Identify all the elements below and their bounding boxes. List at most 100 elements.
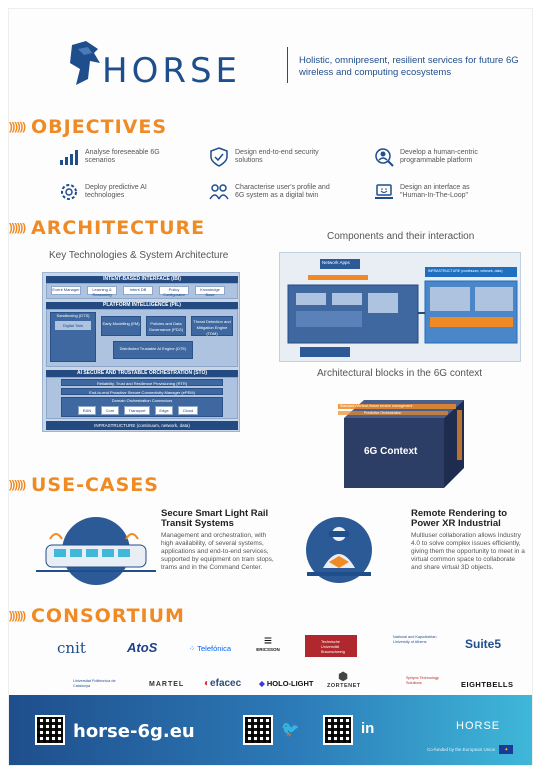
pil-block: Early Modelling (EM) <box>101 316 141 336</box>
6g-context-cube: Standard-/Vertical-/future service manag… <box>334 396 474 491</box>
chevron-decoration: )))))) <box>9 222 26 234</box>
twitter-icon[interactable]: 🐦 <box>281 721 300 738</box>
domain-tile: Cloud <box>178 406 198 415</box>
horse-logo: HORSE <box>64 39 294 91</box>
tram-illustration <box>36 511 156 589</box>
efacec-label: efacec <box>210 678 242 689</box>
sto-block: End-to-end Proactive Secure Connectivity… <box>61 388 223 395</box>
section-objectives: )))))) OBJECTIVES <box>9 116 167 138</box>
footer-horse-logo: HORSE <box>456 720 501 732</box>
sto-band: AI SECURE AND TRUSTABLE ORCHESTRATION (S… <box>46 370 238 377</box>
digital-twin-tile: Digital Twin <box>55 321 91 330</box>
6g-context-label: 6G Context <box>364 446 418 457</box>
partner-efacec-logo: ◐efacec <box>204 678 241 689</box>
objective-item: Analyse foreseeable 6G scenarios <box>59 147 180 167</box>
section-use-cases: )))))) USE-CASES <box>9 474 159 496</box>
hololight-label: HOLO-LIGHT <box>266 679 314 688</box>
chevron-decoration: )))))) <box>9 121 26 133</box>
objective-item: Deploy predictive AI technologies <box>59 182 180 202</box>
partner-eightbells-logo: EIGHTBELLS <box>461 680 514 689</box>
domain-tile: Core <box>101 406 119 415</box>
linkedin-icon[interactable]: in <box>361 720 375 737</box>
use-case-title: Remote Rendering to Power XR Industrial <box>411 508 508 529</box>
qr-code-website[interactable] <box>35 715 65 745</box>
logo-text: HORSE <box>102 51 242 91</box>
section-title: OBJECTIVES <box>30 116 168 138</box>
shield-icon <box>209 147 229 167</box>
zortenet-mark-icon: ⬢ <box>338 671 348 683</box>
chevron-decoration: )))))) <box>9 610 26 622</box>
blocks-title: Architectural blocks in the 6G context <box>317 368 483 379</box>
architecture-left-title: Key Technologies & System Architecture <box>49 250 229 261</box>
header: HORSE Holistic, omnipresent, resilient s… <box>9 9 532 104</box>
domain-tile: Edge <box>155 406 173 415</box>
partner-ericsson-logo: ≡ ERICSSON <box>255 633 281 652</box>
laptop-icon <box>374 182 394 202</box>
partner-zortenet-logo: ⬢ ZORTENET <box>327 671 361 689</box>
partner-cnit-logo: cnit <box>57 639 86 657</box>
ibi-tile: Event Manager <box>51 286 81 295</box>
use-case-body: Multiuser collaboration allows Industry … <box>411 532 525 571</box>
chart-icon <box>59 147 79 167</box>
objective-text: Design an interface as "Human-In-The-Loo… <box>400 184 470 199</box>
use-case-title: Secure Smart Light Rail Transit Systems <box>161 508 269 529</box>
chevron-decoration: )))))) <box>9 479 26 491</box>
objective-item: Develop a human-centric programmable pla… <box>374 147 495 167</box>
gear-icon <box>59 182 79 202</box>
user-search-icon <box>374 147 394 167</box>
ericsson-label: ERICSSON <box>256 647 280 652</box>
hololight-mark-icon: ◆ <box>259 679 267 688</box>
objective-item: Characterise user's profile and 6G syste… <box>209 182 330 202</box>
infrastructure-band: INFRASTRUCTURE (continuum, network, data… <box>46 421 238 430</box>
context-layer-label: Predictive Orchestration <box>364 411 402 415</box>
objective-text: Characterise user's profile and 6G syste… <box>235 184 330 199</box>
partner-nkua-logo: National and Kapodistrian University of … <box>393 635 437 644</box>
partner-hololight-logo: ◆ HOLO-LIGHT <box>259 679 314 688</box>
footer: horse-6g.eu 🐦 in HORSE Co-funded by the … <box>9 695 532 765</box>
partner-tu-braunschweig-logo: Technische Universität Braunschweig <box>305 635 357 657</box>
context-layer-label: Standard-/Vertical-/future service manag… <box>340 404 413 408</box>
partner-martel-logo: MARTEL <box>149 681 185 688</box>
pil-block: Policies and Data Governance (PDG) <box>146 316 186 336</box>
cube-graphic <box>338 400 464 488</box>
domain-tile: RAN <box>78 406 96 415</box>
zortenet-label: ZORTENET <box>327 683 361 689</box>
components-graphic <box>287 259 518 357</box>
qr-code-twitter[interactable] <box>243 715 273 745</box>
ericsson-mark-icon: ≡ <box>263 632 273 648</box>
sto-block: Reliability, Trust and Resilience Provis… <box>61 379 223 386</box>
objective-text: Develop a human-centric programmable pla… <box>400 149 478 164</box>
components-title: Components and their interaction <box>327 231 475 242</box>
header-divider <box>287 47 288 83</box>
objective-item: Design an interface as "Human-In-The-Loo… <box>374 182 495 202</box>
ibi-tile: Intent DB <box>123 286 153 295</box>
efacec-mark-icon: ◐ <box>204 678 211 689</box>
sandboxing-block: Sandboxing (DTS) Digital Twin <box>50 312 96 362</box>
eu-flag-icon: ✦ <box>499 745 514 754</box>
partner-suite5-logo: Suite5 <box>465 637 502 651</box>
section-architecture: )))))) ARCHITECTURE <box>9 217 205 239</box>
objective-item: Design end-to-end security solutions <box>209 147 330 167</box>
website-link[interactable]: horse-6g.eu <box>73 721 195 742</box>
sandboxing-label: Sandboxing (DTS) <box>56 313 90 318</box>
architecture-diagram: INTENT-BASED INTERFACE (IBI) Event Manag… <box>42 272 240 432</box>
telefonica-label: Telefónica <box>197 644 232 653</box>
objective-text: Analyse foreseeable 6G scenarios <box>85 149 160 164</box>
telefonica-dots-icon: ⁘ <box>189 644 198 653</box>
eu-funding-text: Co-funded by the European Union <box>427 747 496 752</box>
network-apps-label: Network Apps <box>322 260 350 265</box>
horse-head-icon <box>70 41 100 85</box>
tagline: Holistic, omnipresent, resilient service… <box>299 55 519 78</box>
use-case-body: Management and orchestration, with high … <box>161 532 274 571</box>
section-title: ARCHITECTURE <box>30 217 206 239</box>
qr-code-linkedin[interactable] <box>323 715 353 745</box>
partner-telefonica-logo: ⁘ Telefónica <box>189 644 231 653</box>
pil-band: PLATFORM INTELLIGENCE (PIL) <box>46 302 238 309</box>
pil-block: Threat Detection and Mitigation Engine (… <box>191 316 233 336</box>
eu-funding-note: Co-funded by the European Union ✦ <box>427 745 514 754</box>
objective-text: Design end-to-end security solutions <box>235 149 319 164</box>
poster: HORSE Holistic, omnipresent, resilient s… <box>8 8 533 766</box>
domain-label: Domain Orchestration Connectors <box>111 398 173 403</box>
xr-illustration <box>299 512 379 590</box>
partner-sphynx-logo: Sphynx Technology Solutions <box>406 676 439 685</box>
